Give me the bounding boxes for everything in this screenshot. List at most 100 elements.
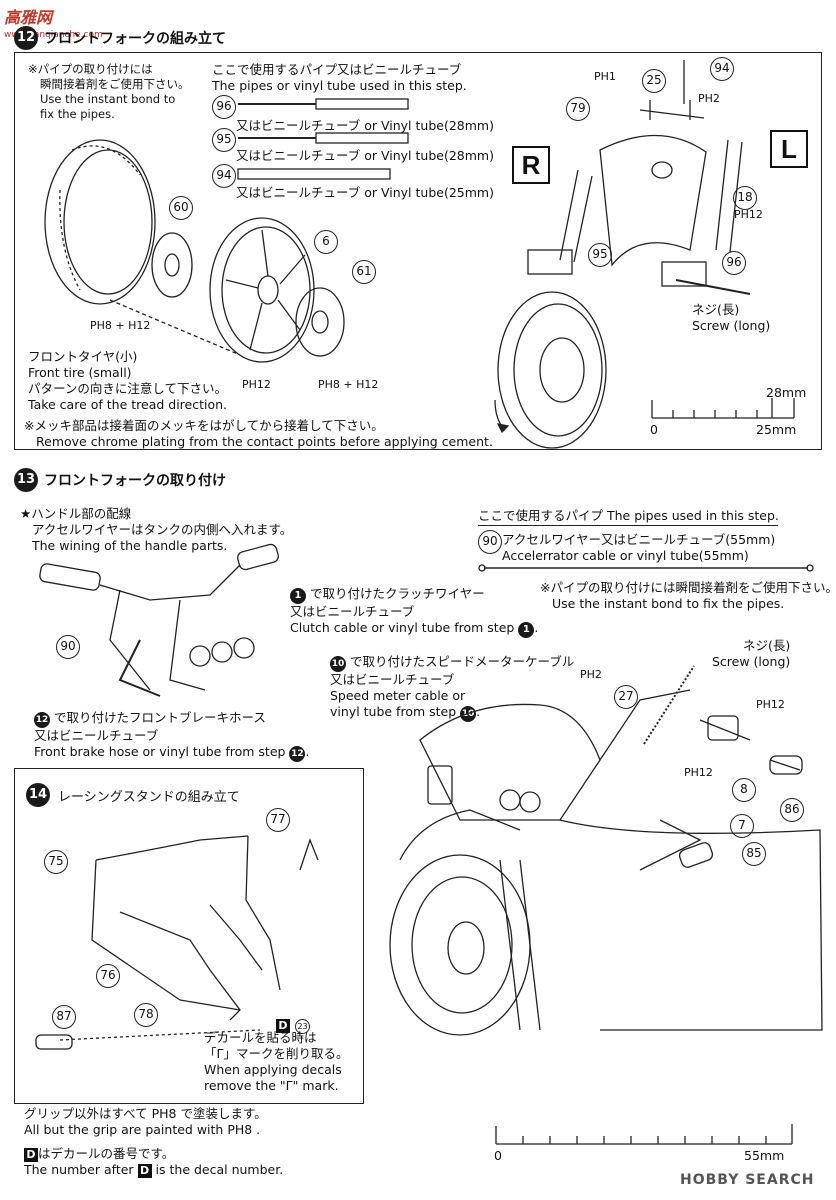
- part-94-callout: 94: [710, 57, 734, 81]
- scale-12: [651, 398, 795, 419]
- pipe-note-13-jp: ※パイプの取り付けには瞬間接着剤をご使用下さい。: [540, 580, 836, 595]
- pipe-note-en-2: fix the pipes.: [40, 107, 115, 121]
- step-13-pipes-rule: [478, 525, 778, 526]
- paint-ph8-h12-a: PH8 + H12: [90, 319, 151, 332]
- chrome-en: Remove chrome plating from the contact p…: [36, 434, 493, 449]
- front-tire-drawing: [44, 139, 156, 305]
- decal-note: デカールを貼る時は 「Γ」マークを削り取る。 When applying dec…: [204, 1030, 348, 1094]
- left-side-marker: L: [770, 130, 808, 168]
- pipe-note-en-1: Use the instant bond to: [40, 92, 176, 106]
- step-12-number: 12: [14, 26, 38, 50]
- pipe-note-jp-1: ※パイプの取り付けには: [28, 62, 153, 76]
- scale-zero-label-12: 0: [650, 422, 658, 437]
- pipe-90-callout: 90: [478, 530, 502, 554]
- clutch-jp-1: で取り付けたクラッチワイヤー: [309, 586, 485, 601]
- step-13-pipes-header: ここで使用するパイプ The pipes used in this step.: [478, 508, 779, 523]
- speed-note: 10 で取り付けたスピードメーターケーブル 又はビニールチューブ Speed m…: [330, 654, 574, 722]
- step-14-frame: [14, 768, 364, 1104]
- paint-ph12-13b: PH12: [684, 766, 713, 779]
- decal-d-letter-3: D: [137, 1164, 152, 1178]
- screw-long-label-13: ネジ(長) Screw (long): [712, 638, 790, 670]
- front-tire-jp: フロントタイヤ(小): [28, 349, 138, 364]
- part-61-callout: 61: [352, 260, 376, 284]
- clutch-step-ref-1: 1: [290, 588, 306, 604]
- part-90-callout: 90: [56, 635, 80, 659]
- grip-paint-note: グリップ以外はすべて PH8 で塗装します。 All but the grip …: [24, 1106, 267, 1138]
- decal-d-letter: D: [276, 1019, 290, 1033]
- part-27-callout: 27: [614, 685, 638, 709]
- decal-jp-1: デカールを貼る時は: [204, 1030, 317, 1045]
- scale-bottom-label: 25mm: [756, 422, 797, 437]
- front-tire-note: フロントタイヤ(小) Front tire (small) パターンの向きに注意…: [28, 349, 227, 413]
- paint-ph8-h12-b: PH8 + H12: [318, 378, 379, 391]
- paint-ph12-13a: PH12: [756, 698, 785, 711]
- scale-top-label: 28mm: [766, 385, 807, 400]
- step-14-title: レーシングスタンドの組み立て: [58, 790, 240, 805]
- screw-jp-12: ネジ(長): [692, 302, 740, 317]
- step-12-pipe-note: ※パイプの取り付けには 瞬間接着剤をご使用下さい。 Use the instan…: [28, 62, 190, 122]
- right-side-marker: R: [512, 146, 550, 184]
- part-8-callout: 8: [732, 778, 756, 802]
- handle-wiring-note: ★ハンドル部の配線 アクセルワイヤーはタンクの内側へ入れます。 The wini…: [20, 506, 292, 554]
- watermark-logo: 高雅网 www.ganqianche.com: [4, 4, 103, 43]
- paint-ph12-b: PH12: [734, 208, 763, 221]
- part-79-callout: 79: [566, 97, 590, 121]
- pipe-95-callout: 95: [212, 128, 236, 152]
- part-87-callout: 87: [52, 1005, 76, 1029]
- pipe-90-en: Accelerrator cable or vinyl tube(55mm): [502, 548, 749, 563]
- part-75-callout: 75: [44, 850, 68, 874]
- brake-jp-2: 又はビニールチューブ: [34, 728, 159, 743]
- paint-ph2-13: PH2: [580, 668, 602, 681]
- brake-jp-1: で取り付けたフロントブレーキホース: [53, 710, 266, 725]
- grip-en: All but the grip are painted with PH8 .: [24, 1122, 261, 1137]
- pipe-94-label: 又はビニールチューブ or Vinyl tube(25mm): [236, 185, 494, 200]
- step-13-number: 13: [14, 468, 38, 492]
- scale-13: [495, 1124, 793, 1145]
- tread-jp: パターンの向きに注意して下さい。: [28, 381, 228, 396]
- decal-number-en-1: The number after: [24, 1162, 134, 1177]
- wheel-6-drawing: [209, 217, 315, 363]
- racing-stand-drawing: [35, 835, 319, 1050]
- brake-disc-61-drawing: [295, 287, 345, 357]
- screw-jp-13: ネジ(長): [743, 638, 791, 653]
- decal-en-1: When applying decals: [204, 1062, 342, 1077]
- pipes-header-jp: ここで使用するパイプ又はビニールチューブ: [212, 62, 462, 77]
- pipe-note-jp-2: 瞬間接着剤をご使用下さい。: [40, 77, 190, 91]
- part-78-callout: 78: [134, 1003, 158, 1027]
- brake-note: 12 で取り付けたフロントブレーキホース 又はビニールチューブ Front br…: [34, 710, 309, 762]
- part-76-callout: 76: [96, 964, 120, 988]
- brake-disc-60-drawing: [151, 232, 193, 298]
- pipe-90-label: アクセルワイヤー又はビニールチューブ(55mm) Accelerrator ca…: [502, 532, 775, 564]
- decal-en-2: remove the "Γ" mark.: [204, 1078, 339, 1093]
- pipes-header-en: The pipes or vinyl tube used in this ste…: [212, 78, 467, 93]
- handle-jp-1: ★ハンドル部の配線: [20, 506, 132, 521]
- speed-jp-1: で取り付けたスピードメーターケーブル: [349, 654, 575, 669]
- scale-zero-label-13: 0: [494, 1148, 502, 1163]
- step-12-frame: [14, 52, 822, 450]
- pipe-note-13-en: Use the instant bond to fix the pipes.: [552, 596, 785, 611]
- step-14-number: 14: [26, 783, 50, 807]
- part-60-callout: 60: [169, 196, 193, 220]
- step-13-pipe-note: ※パイプの取り付けには瞬間接着剤をご使用下さい。 Use the instant…: [540, 580, 836, 612]
- step-12-pipes-header: ここで使用するパイプ又はビニールチューブ The pipes or vinyl …: [212, 62, 467, 94]
- screw-long-label-12: ネジ(長) Screw (long): [692, 302, 770, 334]
- front-tire-en: Front tire (small): [28, 365, 132, 380]
- decal-number-jp: はデカールの番号です。: [38, 1146, 175, 1161]
- decal-d-letter-2: D: [24, 1148, 38, 1162]
- clutch-step-ref-2: 1: [518, 622, 535, 638]
- screw-en-12: Screw (long): [692, 318, 771, 333]
- step-12-title: フロントフォークの組み立て: [44, 31, 226, 47]
- paint-ph12-a: PH12: [242, 378, 271, 391]
- brake-step-ref-1: 12: [34, 712, 50, 728]
- step-13-title: フロントフォークの取り付け: [44, 473, 226, 489]
- decal-jp-2: 「Γ」マークを削り取る。: [204, 1046, 349, 1061]
- watermark-logo-text: 高雅网: [4, 8, 53, 27]
- scale-55-label: 55mm: [744, 1148, 785, 1163]
- part-25-callout: 25: [642, 69, 666, 93]
- handle-en: The wining of the handle parts.: [32, 538, 228, 553]
- decal-d23-tag: D 23: [276, 1014, 311, 1034]
- pipe-95-label: 又はビニールチューブ or Vinyl tube(28mm): [236, 148, 494, 163]
- front-fork-drawing: [494, 60, 751, 449]
